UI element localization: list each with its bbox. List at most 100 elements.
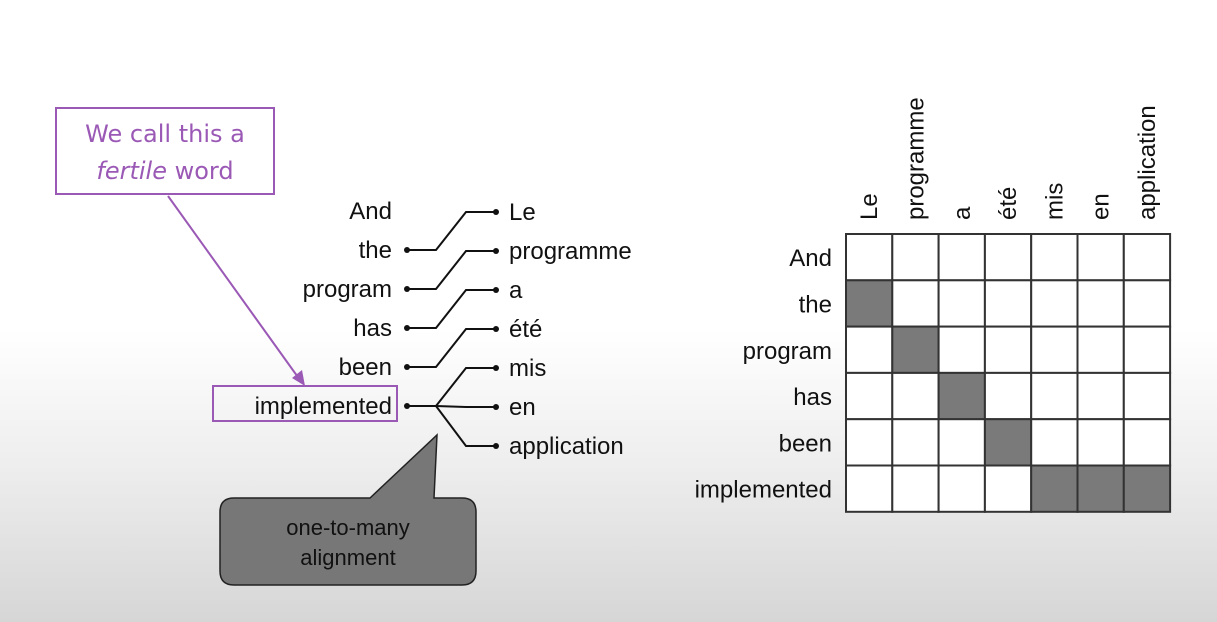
matrix-cell-empty (1030, 233, 1079, 282)
matrix-cell-empty (1030, 279, 1079, 328)
matrix-cell-empty (845, 464, 894, 513)
matrix-cell-empty (1076, 233, 1125, 282)
callout-pointer-line (167, 195, 301, 381)
english-word-dot (404, 247, 410, 253)
matrix-row-label: has (793, 384, 832, 411)
french-word: a (509, 277, 523, 304)
alignment-link (407, 211, 496, 251)
callout-emphasis: fertile (96, 157, 167, 185)
matrix-cell-aligned (1076, 464, 1125, 513)
matrix-cell-empty (1122, 233, 1172, 282)
bubble-line-1: one-to-many (286, 515, 410, 540)
alignment-link (407, 250, 496, 290)
english-word: program (303, 276, 392, 303)
matrix-row-label: been (779, 430, 832, 457)
matrix-column-label: Le (856, 193, 883, 220)
english-word-dot (404, 286, 410, 292)
english-word-dot (404, 403, 410, 409)
french-word-dot (493, 326, 499, 332)
english-words: And the program has been implemented (255, 198, 410, 420)
matrix-cell-empty (1122, 418, 1172, 467)
english-word: been (339, 354, 392, 381)
fertile-word-callout: We call this a fertile word (55, 107, 398, 422)
alignment-link (407, 328, 496, 368)
bubble-line-2: alignment (300, 545, 395, 570)
matrix-cell-empty (891, 464, 940, 513)
matrix-column-label: en (1088, 193, 1115, 220)
alignment-link (407, 367, 496, 407)
english-word: has (353, 315, 392, 342)
alignment-link (407, 289, 496, 329)
french-word-dot (493, 209, 499, 215)
matrix-cell-empty (845, 233, 894, 282)
matrix-cells (845, 233, 1172, 513)
matrix-cell-empty (891, 371, 940, 421)
matrix-cell-empty (983, 464, 1033, 513)
matrix-cell-empty (983, 371, 1033, 421)
callout-line-1: We call this a (85, 120, 245, 148)
french-word: en (509, 394, 536, 421)
callout-box (55, 107, 275, 195)
matrix-cell-aligned (983, 418, 1033, 467)
matrix-cell-empty (937, 418, 986, 467)
matrix-cell-empty (937, 279, 986, 328)
matrix-cell-empty (1076, 371, 1125, 421)
matrix-cell-empty (1076, 279, 1125, 328)
matrix-cell-empty (937, 325, 986, 374)
matrix-cell-empty (937, 464, 986, 513)
english-word: implemented (255, 393, 392, 420)
french-word: été (509, 316, 542, 343)
matrix-row-label: implemented (695, 477, 832, 504)
matrix-cell-empty (845, 418, 894, 467)
matrix-cell-empty (1122, 325, 1172, 374)
english-word-dot (404, 364, 410, 370)
matrix-cell-empty (1122, 371, 1172, 421)
matrix-column-label: a (949, 206, 976, 220)
french-word: Le (509, 199, 536, 226)
matrix-cell-empty (1122, 279, 1172, 328)
matrix-cell-aligned (1030, 464, 1079, 513)
matrix-cell-aligned (937, 371, 986, 421)
one-to-many-bubble: one-to-many alignment (219, 433, 477, 586)
matrix-row-label: program (743, 338, 832, 365)
matrix-cell-empty (983, 325, 1033, 374)
highlighted-word-box (212, 385, 398, 422)
matrix-column-label: mis (1041, 183, 1068, 220)
matrix-cell-empty (1030, 418, 1079, 467)
matrix-cell-empty (1076, 418, 1125, 467)
word-alignment-links (407, 211, 496, 447)
french-word: programme (509, 238, 632, 265)
matrix-row-label: And (789, 245, 832, 272)
alignment-link (407, 405, 496, 447)
matrix-cell-empty (937, 233, 986, 282)
matrix-cell-empty (983, 233, 1033, 282)
english-word-dot (404, 325, 410, 331)
matrix-cell-aligned (1122, 464, 1172, 513)
matrix-cell-aligned (845, 279, 894, 328)
callout-rest: word (167, 157, 234, 185)
matrix-column-label: application (1134, 105, 1161, 220)
french-word-dot (493, 365, 499, 371)
matrix-column-label: été (995, 187, 1022, 220)
matrix-cell-empty (1030, 371, 1079, 421)
bubble-shape (219, 433, 477, 586)
matrix-cell-empty (983, 279, 1033, 328)
french-word-dot (493, 287, 499, 293)
english-word: the (359, 237, 392, 264)
english-word: And (349, 198, 392, 225)
callout-line-2: fertile word (96, 157, 233, 185)
callout-arrowhead (292, 370, 305, 386)
matrix-cell-empty (891, 279, 940, 328)
french-word: application (509, 433, 624, 460)
matrix-cell-empty (1076, 325, 1125, 374)
french-word-dot (493, 443, 499, 449)
matrix-cell-empty (845, 325, 894, 374)
matrix-cell-aligned (891, 325, 940, 374)
french-word-dot (493, 404, 499, 410)
matrix-cell-empty (891, 233, 940, 282)
